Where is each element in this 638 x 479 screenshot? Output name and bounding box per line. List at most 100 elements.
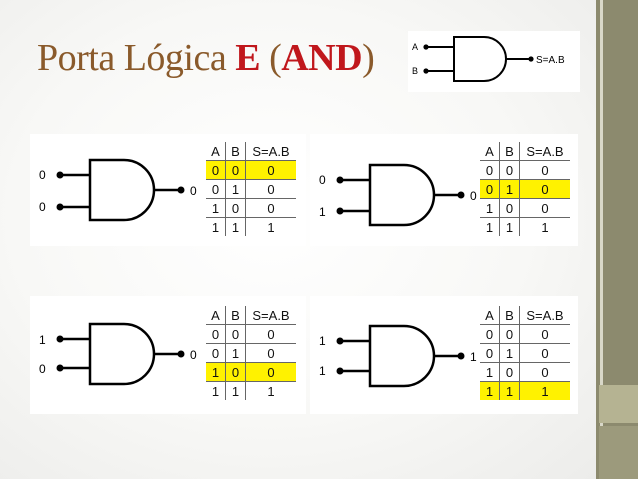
table-cell: 1 (206, 362, 226, 382)
table-cell: 0 (225, 324, 246, 344)
table-cell: 0 (245, 324, 296, 344)
table-cell: 0 (245, 160, 296, 180)
table-cell: 1 (225, 217, 246, 236)
header-input-a-label: A (412, 42, 418, 52)
title-open-paren: ( (260, 37, 282, 79)
panel-3-input-b: 0 (39, 362, 46, 376)
table-cell: 0 (499, 198, 520, 218)
side-decoration-block (599, 426, 638, 479)
title-and: AND (281, 37, 363, 79)
table-cell: 0 (499, 160, 520, 180)
table-cell: 0 (499, 362, 520, 382)
table-header-a: A (480, 142, 500, 161)
table-cell: 0 (480, 160, 500, 180)
table-cell: 0 (519, 160, 570, 180)
side-decoration-stripe (600, 0, 603, 479)
table-cell: 0 (480, 179, 500, 199)
table-cell: 1 (480, 198, 500, 218)
table-header-a: A (206, 142, 226, 161)
panel-2-and-gate-body (368, 163, 436, 227)
table-cell: 0 (519, 179, 570, 199)
panel-2-output: 0 (470, 189, 477, 203)
panel-1-and-gate-body (88, 158, 156, 222)
panel-1-output: 0 (190, 184, 197, 198)
table-cell: 0 (245, 362, 296, 382)
table-header-b: B (499, 306, 520, 325)
title-prefix: Porta Lógica (37, 37, 236, 79)
side-decoration-block (599, 385, 638, 423)
panel-3-output-node (177, 350, 185, 358)
panel-4-and-gate-body (368, 324, 436, 388)
table-cell: 1 (225, 381, 246, 400)
panel-3-output: 0 (190, 348, 197, 362)
header-output-label: S=A.B (536, 55, 565, 66)
table-cell: 1 (245, 217, 296, 236)
table-header-a: A (480, 306, 500, 325)
table-cell: 0 (519, 198, 570, 218)
table-header-b: B (225, 306, 246, 325)
table-cell: 0 (225, 362, 246, 382)
table-cell: 1 (519, 381, 570, 400)
table-cell: 1 (499, 381, 520, 400)
panel-1-input-b: 0 (39, 200, 46, 214)
truth-table-header-row: A B S=A.B (206, 142, 296, 161)
table-cell: 1 (206, 381, 226, 400)
table-cell: 0 (225, 160, 246, 180)
table-header-b: B (499, 142, 520, 161)
panel-3-input-a: 1 (39, 333, 46, 347)
panel-4-output: 1 (470, 350, 477, 364)
table-cell: 0 (519, 343, 570, 363)
header-output-node (528, 56, 534, 62)
truth-table-header-row: A B S=A.B (206, 306, 296, 325)
panel-3-and-gate-body (88, 322, 156, 386)
table-header-a: A (206, 306, 226, 325)
table-cell: 0 (245, 343, 296, 363)
slide-title: Porta Lógica E (AND) (37, 36, 375, 80)
table-cell: 1 (499, 179, 520, 199)
table-header-s: S=A.B (519, 306, 570, 325)
table-cell: 0 (245, 198, 296, 218)
table-cell: 0 (225, 198, 246, 218)
table-cell: 1 (480, 381, 500, 400)
table-cell: 0 (480, 324, 500, 344)
table-cell: 1 (519, 217, 570, 236)
truth-table-header-row: A B S=A.B (480, 142, 570, 161)
title-e: E (235, 37, 261, 79)
truth-table-header-row: A B S=A.B (480, 306, 570, 325)
panel-2-input-a: 0 (319, 173, 326, 187)
table-cell: 1 (480, 217, 500, 236)
panel-2-output-node (457, 191, 465, 199)
table-header-s: S=A.B (245, 142, 296, 161)
table-cell: 1 (499, 217, 520, 236)
table-cell: 0 (480, 343, 500, 363)
table-cell: 0 (206, 324, 226, 344)
header-and-gate-body (453, 36, 507, 82)
panel-1-input-a: 0 (39, 168, 46, 182)
table-header-s: S=A.B (245, 306, 296, 325)
table-cell: 1 (206, 198, 226, 218)
table-cell: 1 (225, 343, 246, 363)
table-header-b: B (225, 142, 246, 161)
title-close-paren: ) (362, 37, 375, 79)
table-cell: 1 (206, 217, 226, 236)
header-input-b-label: B (412, 66, 418, 76)
table-cell: 0 (206, 179, 226, 199)
panel-4-input-b: 1 (319, 364, 326, 378)
table-cell: 0 (519, 362, 570, 382)
